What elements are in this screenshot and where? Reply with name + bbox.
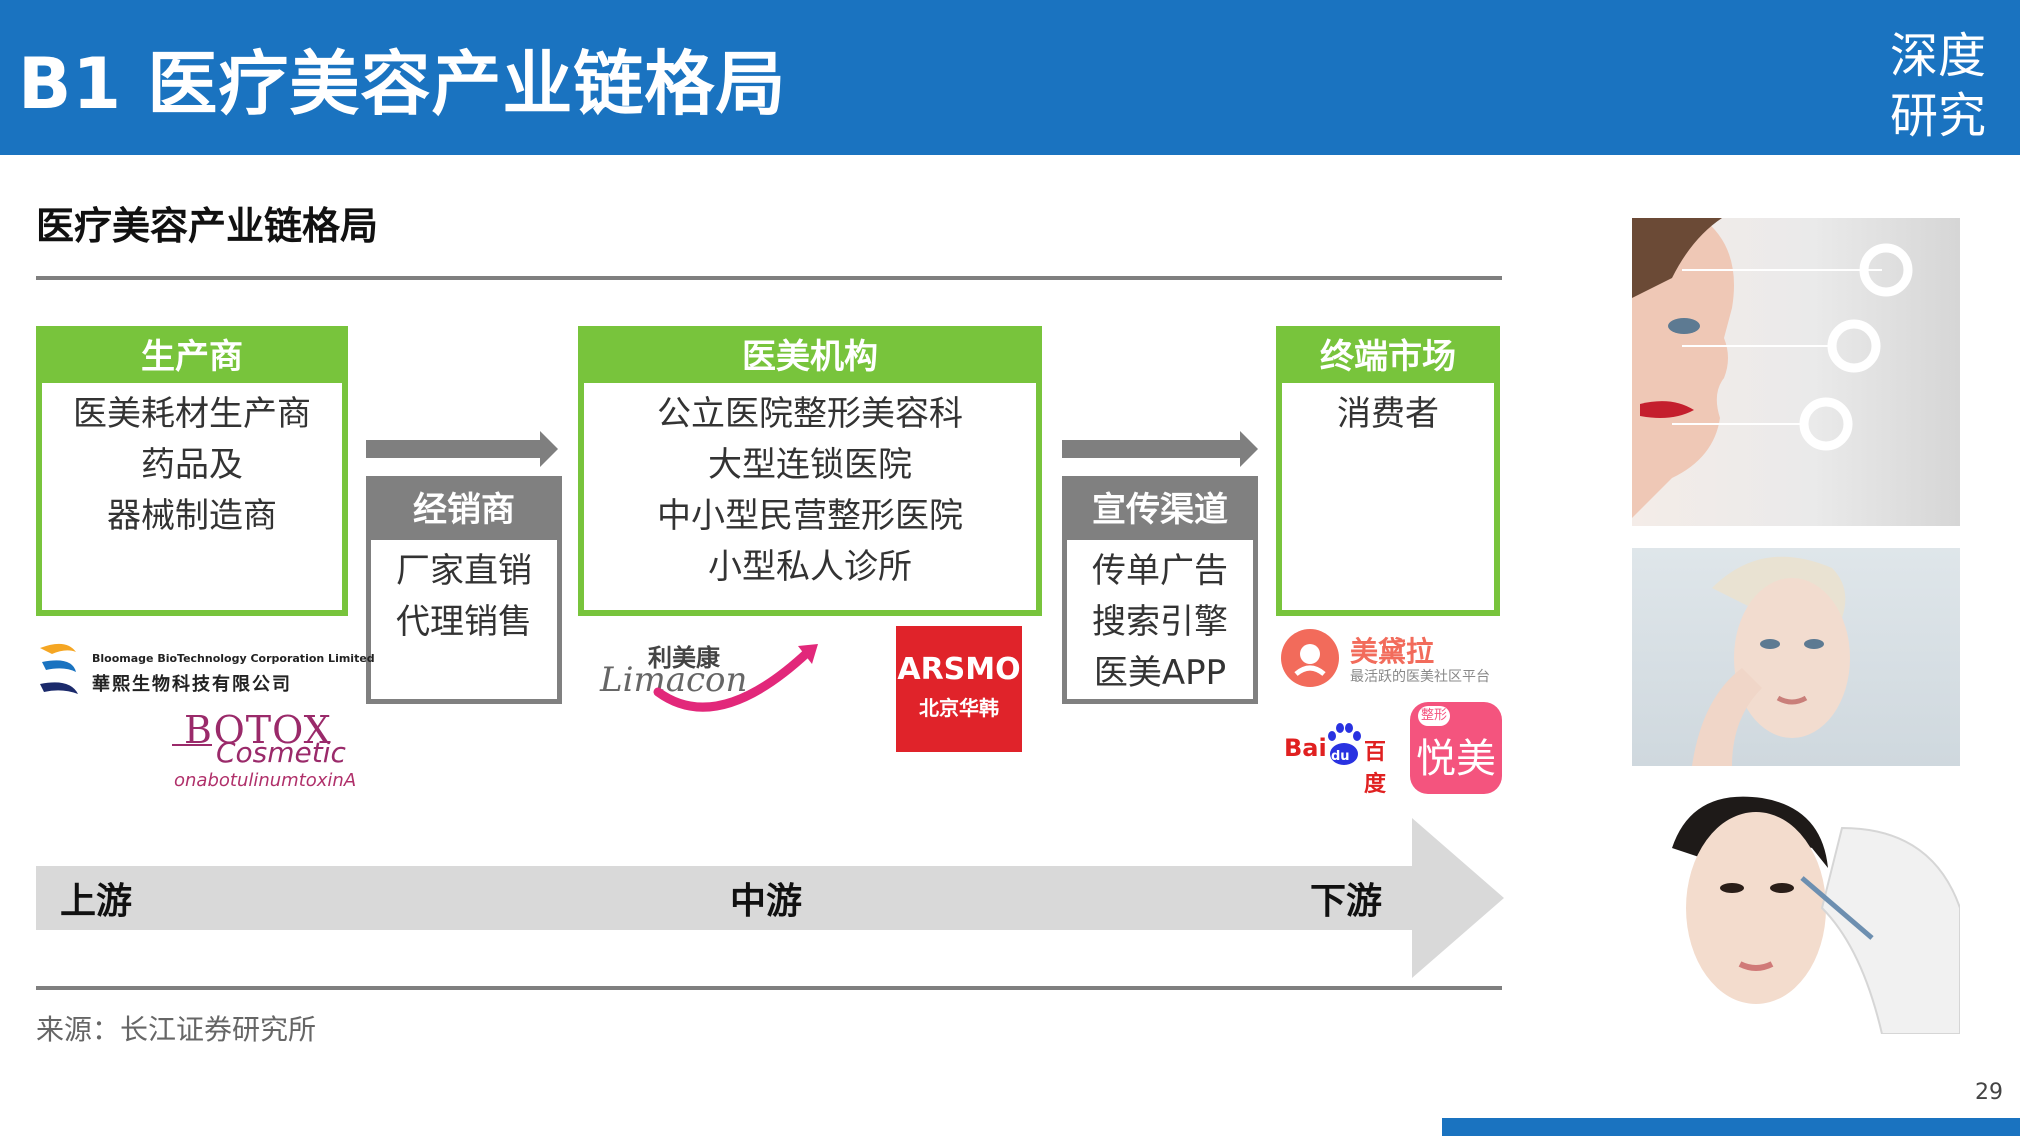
flow-arrow-2-tip [1240,431,1258,467]
bloomage-logo: Bloomage BioTechnology Corporation Limit… [36,638,375,708]
institution-line: 小型私人诊所 [708,547,912,587]
institution-line: 公立医院整形美容科 [657,394,963,434]
botox-generic-name: onabotulinumtoxinA [174,770,357,791]
bloomage-name-en: Bloomage BioTechnology Corporation Limit… [92,652,375,665]
channel-line: 传单广告 [1092,551,1228,591]
arsmo-name-en: ARSMO [897,652,1021,687]
arsmo-logo: ARSMO 北京华韩 [896,626,1022,752]
page-number: 29 [1975,1080,2003,1105]
stage-downstream: 下游 [1310,881,1383,922]
producer-line: 医美耗材生产商 [73,394,311,434]
channel-title: 宣传渠道 [1066,480,1254,540]
botox-logo: BOTOX Cosmetic onabotulinumtoxinA [160,704,370,794]
photo-face-hand [1632,548,1960,766]
header-bar [0,0,2020,155]
distributor-title: 经销商 [370,480,558,540]
producer-line: 器械制造商 [107,496,277,536]
yuemei-name: 悦美 [1416,736,1496,782]
source-note: 来源：长江证券研究所 [36,1013,317,1046]
baidu-paw-icon [1328,723,1361,765]
institution-title: 医美机构 [583,331,1037,383]
value-chain-arrow [36,818,1504,978]
producer-title: 生产商 [41,331,343,383]
institution-box: 医美机构 公立医院整形美容科 大型连锁医院 中小型民营整形医院 小型私人诊所 [578,326,1042,616]
face-profile-illustration [1632,218,1913,518]
channel-line: 搜索引擎 [1092,602,1228,642]
footer-accent-bar [1442,1118,2020,1136]
botox-divider [172,744,212,746]
stage-upstream: 上游 [60,881,133,922]
meidaila-slogan: 最活跃的医美社区平台 [1350,669,1490,685]
flow-arrow-1-tip [540,431,558,467]
limacon-name-cn: 利美康 [648,644,720,672]
producer-box: 生产商 医美耗材生产商 药品及 器械制造商 [36,326,348,616]
injection-illustration [1672,796,1960,1034]
limacon-name-en: Limacon [600,660,748,700]
face-hand-illustration [1692,556,1850,766]
section-title: 医疗美容产业链格局 [36,204,379,248]
terminal-box: 终端市场 消费者 [1276,326,1500,616]
bottom-divider [36,986,1502,990]
photo-face-profile [1632,218,1960,526]
institution-line: 中小型民营整形医院 [657,496,963,536]
baidu-logo: Bai du 百度 [1284,723,1400,797]
arsmo-name-cn: 北京华韩 [919,696,999,720]
producer-line: 药品及 [141,445,243,485]
top-divider [36,276,1502,280]
channel-box: 宣传渠道 传单广告 搜索引擎 医美APP [1062,476,1258,704]
limacon-logo: 利美康 Limacon [598,636,828,726]
stage-midstream: 中游 [730,881,803,922]
distributor-line: 代理销售 [396,602,532,642]
baidu-du: du [1331,749,1350,764]
flow-arrow-2 [1062,440,1240,458]
brand-logo-line2: 研究 [1889,88,1986,144]
botox-cosmetic: Cosmetic [216,736,346,769]
flow-arrow-1 [366,440,540,458]
brand-logo: 深度 研究 [1888,26,1988,146]
limacon-swoosh-icon [653,644,818,712]
baidu-cn: 百度 [1364,740,1387,797]
yuemei-logo: 悦美 整形 [1410,702,1502,794]
brand-logo-line1: 深度 [1889,28,1986,84]
bloomage-mark-icon [40,643,78,694]
institution-line: 大型连锁医院 [708,445,912,485]
channel-line: 医美APP [1093,653,1227,693]
baidu-bai: Bai [1284,734,1327,762]
distributor-box: 经销商 厂家直销 代理销售 [366,476,562,704]
distributor-line: 厂家直销 [396,551,532,591]
terminal-line: 消费者 [1337,394,1439,434]
meidaila-name: 美黛拉 [1350,635,1435,668]
photo-injection [1632,788,1960,1034]
bloomage-name-cn: 華熙生物科技有限公司 [92,674,292,695]
terminal-title: 终端市场 [1281,331,1495,383]
yuemei-tag: 整形 [1418,706,1450,726]
meidaila-logo: 美黛拉 最活跃的医美社区平台 [1280,628,1510,690]
page-title: B1 医疗美容产业链格局 [18,43,787,125]
meidaila-mark-icon [1281,629,1339,687]
